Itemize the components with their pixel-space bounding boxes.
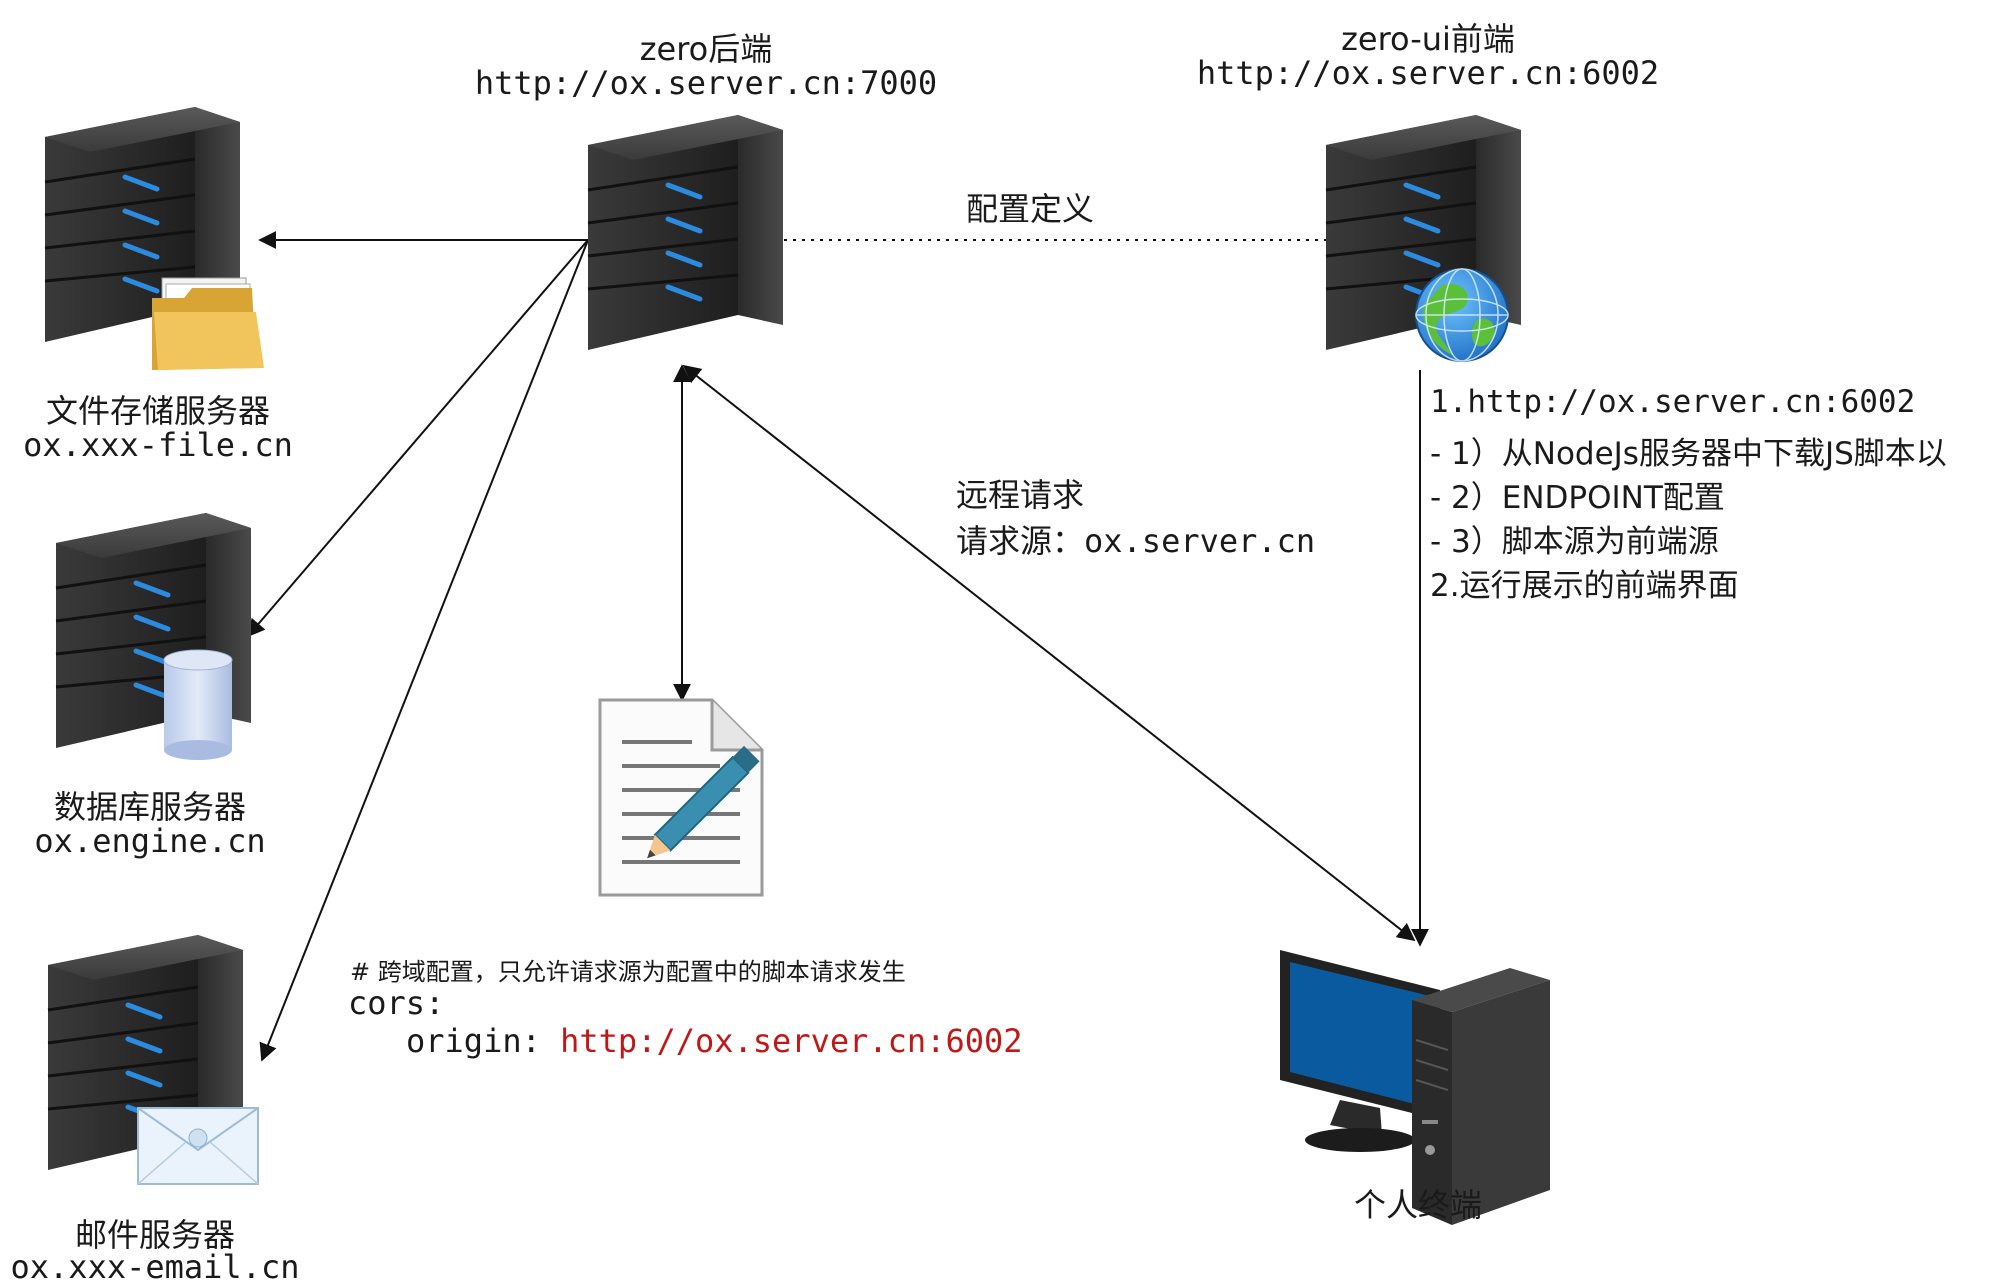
db-server-name: 数据库服务器 xyxy=(53,788,247,826)
edge-label-remote-request: 远程请求 xyxy=(956,476,1085,514)
edge-label-request-origin: 请求源：ox.server.cn xyxy=(956,522,1316,560)
cors-origin-key: origin: xyxy=(406,1022,561,1060)
frontend-url: http://ox.server.cn:6002 xyxy=(1196,54,1660,92)
step-1-sub-2: - 2）ENDPOINT配置 xyxy=(1430,480,1725,516)
step-2: 2.运行展示的前端界面 xyxy=(1430,568,1739,604)
step-1: 1.http://ox.server.cn:6002 xyxy=(1430,384,1916,420)
cors-origin-line: origin: http://ox.server.cn:6002 xyxy=(406,1022,1023,1060)
edge-label-config-definition: 配置定义 xyxy=(966,190,1095,228)
folder-icon xyxy=(152,277,264,370)
cors-origin-value: http://ox.server.cn:6002 xyxy=(560,1022,1023,1060)
edge-backend-to-mail xyxy=(259,239,589,1062)
frontend-title: zero-ui前端 xyxy=(1341,20,1515,58)
mail-server-name: 邮件服务器 xyxy=(74,1216,236,1254)
db-server-host: ox.engine.cn xyxy=(34,822,266,860)
step-1-sub-3: - 3）脚本源为前端源 xyxy=(1430,524,1719,560)
edge-remote-request xyxy=(682,364,1416,942)
edges xyxy=(246,231,1429,1062)
cors-key: cors: xyxy=(348,984,445,1022)
backend-title: zero后端 xyxy=(639,30,773,68)
mail-icon xyxy=(137,1107,259,1185)
backend-url: http://ox.server.cn:7000 xyxy=(474,64,938,102)
file-server-name: 文件存储服务器 xyxy=(45,392,271,430)
document-edit-icon xyxy=(598,698,764,897)
edge-backend-to-db xyxy=(246,239,589,638)
terminal-name: 个人终端 xyxy=(1353,1186,1483,1224)
step-1-sub-1: - 1）从NodeJs服务器中下载JS脚本以 xyxy=(1430,436,1947,472)
desktop-computer-icon xyxy=(1280,950,1550,1225)
mail-server-host: ox.xxx-email.cn xyxy=(10,1248,300,1286)
database-icon xyxy=(163,649,233,760)
cors-comment: # 跨域配置，只允许请求源为配置中的脚本请求发生 xyxy=(350,958,906,986)
file-server-host: ox.xxx-file.cn xyxy=(23,426,293,464)
globe-icon xyxy=(1415,268,1509,362)
backend-server-icon xyxy=(588,115,783,350)
